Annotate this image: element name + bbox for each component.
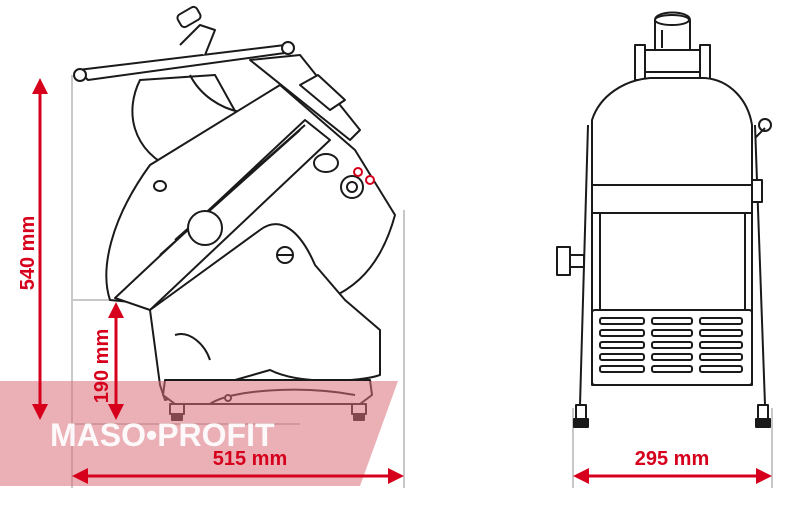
front-housing (591, 77, 753, 386)
dimension-depth: 515 mm (213, 448, 288, 470)
front-foot-right (757, 404, 769, 420)
front-foot-left (575, 404, 587, 420)
indicator-light-1 (353, 167, 363, 177)
watermark-brand: MASO•PROFIT (50, 417, 275, 453)
dimension-lines (32, 78, 772, 484)
thickness-knob (187, 210, 223, 246)
watermark-band (0, 381, 398, 486)
front-view-machine (556, 11, 772, 428)
dimension-height-total: 540 mm (17, 216, 39, 291)
dimension-width: 295 mm (635, 448, 710, 470)
dimension-height-base: 190 mm (91, 329, 113, 404)
indicator-light-2 (365, 175, 375, 185)
side-view-machine (73, 5, 396, 421)
